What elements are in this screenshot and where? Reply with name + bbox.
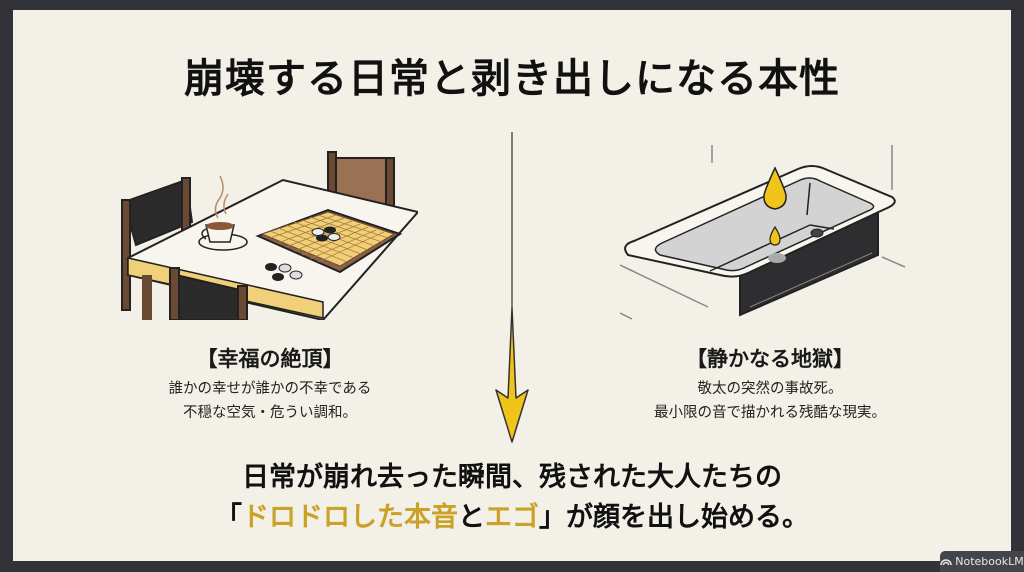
right-panel-body: 敬太の突然の事故死。 最小限の音で描かれる残酷な現実。 <box>610 377 930 425</box>
right-panel-heading: 【静かなる地獄】 <box>686 347 854 371</box>
left-panel-body: 誰かの幸せが誰かの不幸である 不穏な空気・危うい調和。 <box>120 377 420 425</box>
right-panel-line-1: 敬太の突然の事故死。 <box>697 381 843 397</box>
conclusion-line-1: 日常が崩れ去った瞬間、残された大人たちの <box>242 462 782 493</box>
left-panel-line-1: 誰かの幸せが誰かの不幸である <box>168 381 372 397</box>
right-panel-line-2: 最小限の音で描かれる残酷な現実。 <box>654 405 886 421</box>
notebooklm-label: NotebookLM <box>955 555 1024 568</box>
notebooklm-badge: NotebookLM <box>940 551 1024 572</box>
highlight-true-feelings: ドロドロした本音 <box>242 502 458 533</box>
slide-title: 崩壊する日常と剥き出しになる本性 <box>184 55 840 102</box>
close-bracket-rest: 」が顔を出し始める。 <box>539 502 809 533</box>
highlight-ego: エゴ <box>485 502 539 533</box>
open-bracket: 「 <box>215 502 242 533</box>
notebooklm-logo-icon <box>940 559 952 566</box>
conclusion-line-2: 「ドロドロした本音とエゴ」が顔を出し始める。 <box>0 498 1024 538</box>
table-illustration-icon <box>121 151 418 320</box>
left-panel-line-2: 不穏な空気・危うい調和。 <box>183 405 357 421</box>
bathtub-illustration-icon <box>620 145 906 320</box>
left-panel-heading: 【幸福の絶頂】 <box>196 347 344 371</box>
conclusion: 日常が崩れ去った瞬間、残された大人たちの 「ドロドロした本音とエゴ」が顔を出し始… <box>0 458 1024 538</box>
conjunction: と <box>458 502 485 533</box>
down-arrow-icon <box>495 132 529 443</box>
